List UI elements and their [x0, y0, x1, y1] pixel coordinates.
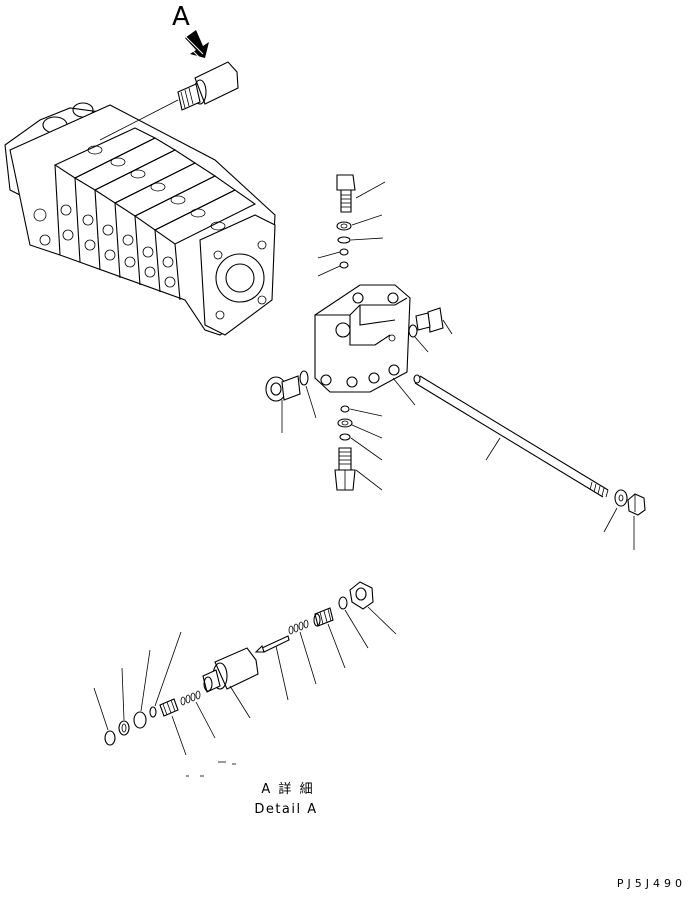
detail-adjust-screw — [313, 607, 346, 669]
detail-spring-2 — [288, 619, 317, 685]
detail-a-assembly — [93, 581, 397, 756]
drawing-code: PJ5J490 — [617, 877, 686, 890]
tie-bolt — [413, 374, 609, 498]
main-relief-valve — [99, 61, 239, 141]
detail-o-ring-1 — [93, 687, 116, 746]
callout-remnants — [186, 761, 236, 777]
valve-section-housing — [314, 284, 416, 406]
o-ring-top-1 — [337, 236, 384, 244]
plug-left — [265, 375, 301, 433]
washer-bottom — [337, 418, 383, 439]
o-ring-right — [408, 324, 429, 353]
o-ring-bottom-1 — [340, 405, 383, 417]
plug-bolt-bottom — [334, 447, 383, 491]
tie-bolt-washer — [603, 489, 628, 533]
view-label: A — [172, 2, 190, 32]
detail-cap-nut — [349, 581, 397, 635]
detail-o-ring-3 — [338, 596, 369, 649]
detail-poppet — [149, 631, 182, 718]
o-ring-top-3 — [317, 261, 349, 277]
detail-title-en: Detail A — [254, 802, 317, 817]
o-ring-top-2 — [317, 248, 349, 259]
tie-bolt-nut — [627, 493, 646, 550]
view-arrow-icon — [181, 30, 209, 59]
view-indicator: A — [172, 2, 209, 59]
detail-sleeve — [159, 698, 187, 756]
control-valve-body — [4, 102, 276, 336]
o-ring-bottom-2 — [339, 433, 383, 461]
detail-o-ring-2 — [133, 649, 151, 729]
plug-bolt-top — [336, 174, 386, 213]
o-ring-left — [299, 370, 317, 419]
detail-backup-ring — [118, 667, 130, 736]
detail-spring-1 — [180, 690, 216, 739]
washer-top — [336, 214, 383, 231]
plug-right — [415, 307, 453, 335]
detail-title-jp: A 詳 細 — [261, 781, 314, 797]
detail-relief-cartridge — [202, 647, 259, 719]
detail-needle — [254, 635, 290, 701]
